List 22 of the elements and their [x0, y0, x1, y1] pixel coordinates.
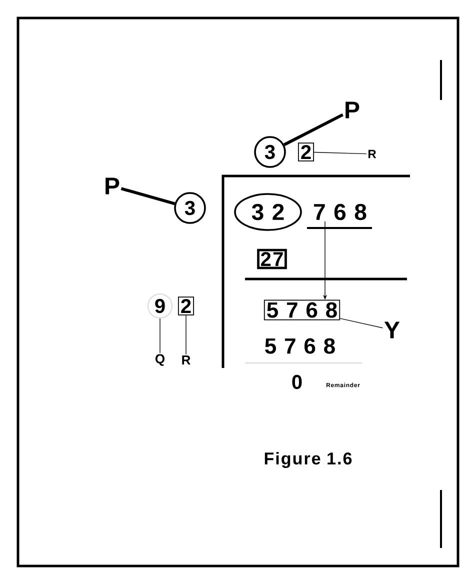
letter-label: P	[106, 178, 120, 194]
leader-line	[283, 113, 344, 146]
digits: 7 6 8	[314, 204, 366, 220]
letter-label: R	[368, 150, 376, 158]
leader-line	[314, 152, 367, 154]
remainder-digit: 0	[292, 374, 302, 390]
circled-digit: 3	[174, 192, 206, 224]
leader-line	[120, 187, 176, 206]
boxed-digit: 2	[178, 296, 194, 316]
circled-digit: 9	[148, 294, 172, 318]
letter-label: Y	[384, 322, 400, 338]
leader-line	[340, 318, 384, 328]
letter-label: Q	[155, 354, 165, 366]
figure-caption: Figure 1.6	[264, 452, 352, 468]
circled-number: 3 2	[234, 193, 302, 231]
letter-label: P	[346, 102, 360, 118]
circled-digit: 3	[254, 136, 286, 168]
boxed-digit: 2	[298, 142, 314, 162]
letter-label: R	[182, 356, 190, 364]
digits: 5 7 6 8	[265, 338, 335, 354]
boxed-number: 5 7 6 8	[264, 300, 340, 320]
boxed-number: 27	[257, 248, 287, 270]
